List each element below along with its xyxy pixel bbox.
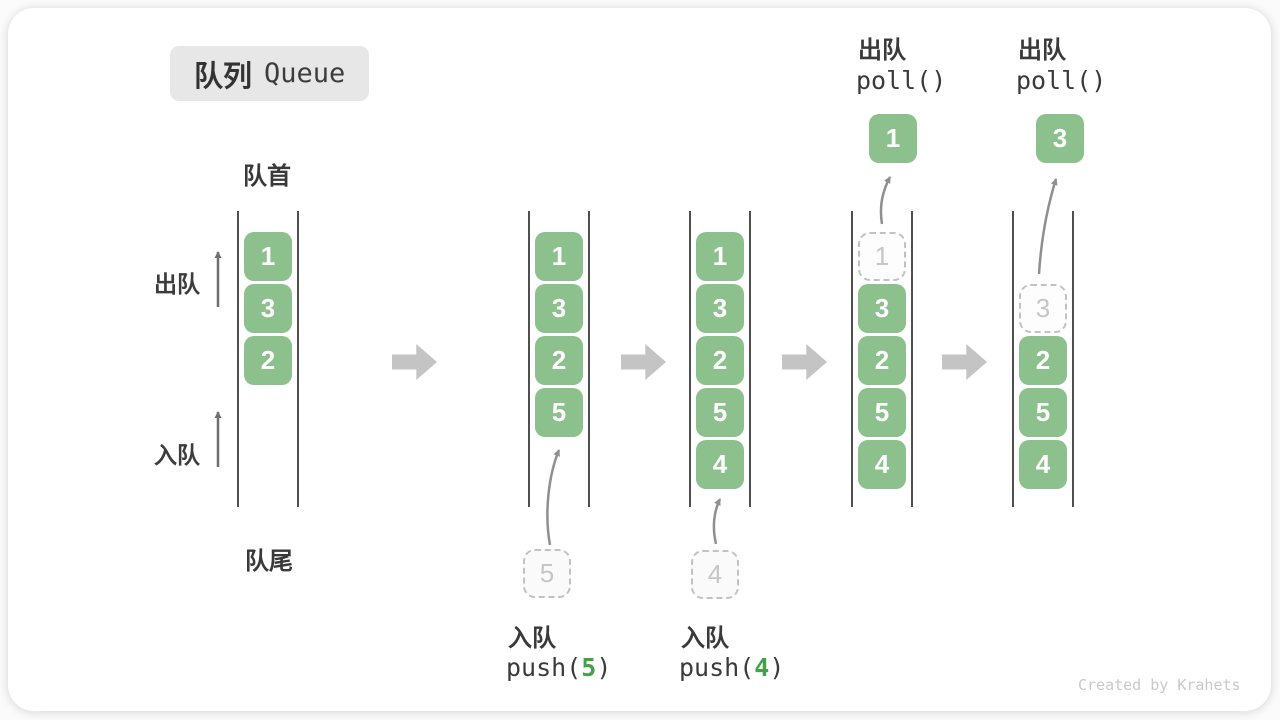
- op-action-label: 出队: [1018, 37, 1066, 64]
- queue-item: 5: [535, 388, 583, 437]
- queue-wall-icon: [1072, 211, 1074, 507]
- queue-item: 2: [535, 336, 583, 385]
- result-item: 3: [1036, 114, 1084, 163]
- queue-wall-icon: [237, 211, 239, 507]
- queue-item: 4: [1019, 440, 1067, 489]
- staged-item: 5: [523, 549, 571, 598]
- dequeue-label: 出队: [154, 271, 200, 297]
- op-code-fn: ): [769, 653, 785, 682]
- queue-item: 2: [858, 336, 906, 385]
- queue-column-2: 1 3 2 5: [528, 211, 590, 507]
- op-code-arg: 5: [581, 653, 597, 682]
- queue-wall-icon: [528, 211, 530, 507]
- op-code-fn: push(: [679, 653, 755, 682]
- op-code-label: push(5): [506, 653, 611, 682]
- title-zh: 队列: [194, 60, 253, 93]
- op-code-arg: 4: [754, 653, 770, 682]
- enqueue-label: 入队: [154, 442, 200, 468]
- queue-item: 4: [858, 440, 906, 489]
- op-action-label: 出队: [858, 37, 906, 64]
- op-action-label: 入队: [508, 625, 556, 652]
- queue-item: 3: [244, 284, 292, 333]
- queue-item-removed: 1: [858, 232, 906, 281]
- queue-front-label: 队首: [243, 163, 291, 190]
- queue-item: 2: [1019, 336, 1067, 385]
- queue-wall-icon: [689, 211, 691, 507]
- queue-item-removed: 3: [1019, 284, 1067, 333]
- op-code-fn: push(: [506, 653, 582, 682]
- queue-wall-icon: [911, 211, 913, 507]
- queue-item: 3: [535, 284, 583, 333]
- op-code-label: poll(): [856, 66, 947, 95]
- queue-column-3: 1 3 2 5 4: [689, 211, 751, 507]
- queue-wall-icon: [588, 211, 590, 507]
- op-action-label: 入队: [681, 625, 729, 652]
- queue-column-4: 1 3 2 5 4: [851, 211, 913, 507]
- queue-item: 4: [696, 440, 744, 489]
- queue-item: 2: [244, 336, 292, 385]
- queue-item: 1: [244, 232, 292, 281]
- op-code-fn: ): [596, 653, 612, 682]
- queue-item: 3: [858, 284, 906, 333]
- queue-wall-icon: [749, 211, 751, 507]
- queue-item: 5: [858, 388, 906, 437]
- queue-wall-icon: [297, 211, 299, 507]
- op-code-label: push(4): [679, 653, 784, 682]
- queue-item: 1: [535, 232, 583, 281]
- queue-wall-icon: [1012, 211, 1014, 507]
- queue-item: 5: [696, 388, 744, 437]
- queue-item: 2: [696, 336, 744, 385]
- queue-column-5: 3 2 5 4: [1012, 211, 1074, 507]
- title-en: Queue: [264, 58, 346, 89]
- queue-column-1: 1 3 2: [237, 211, 299, 507]
- title-badge: 队列 Queue: [170, 46, 370, 101]
- op-code-label: poll(): [1016, 66, 1107, 95]
- watermark: Created by Krahets: [1078, 676, 1241, 694]
- result-item: 1: [869, 114, 917, 163]
- queue-item: 1: [696, 232, 744, 281]
- staged-item: 4: [691, 550, 739, 599]
- queue-item: 3: [696, 284, 744, 333]
- queue-wall-icon: [851, 211, 853, 507]
- queue-item: 5: [1019, 388, 1067, 437]
- queue-rear-label: 队尾: [245, 548, 293, 575]
